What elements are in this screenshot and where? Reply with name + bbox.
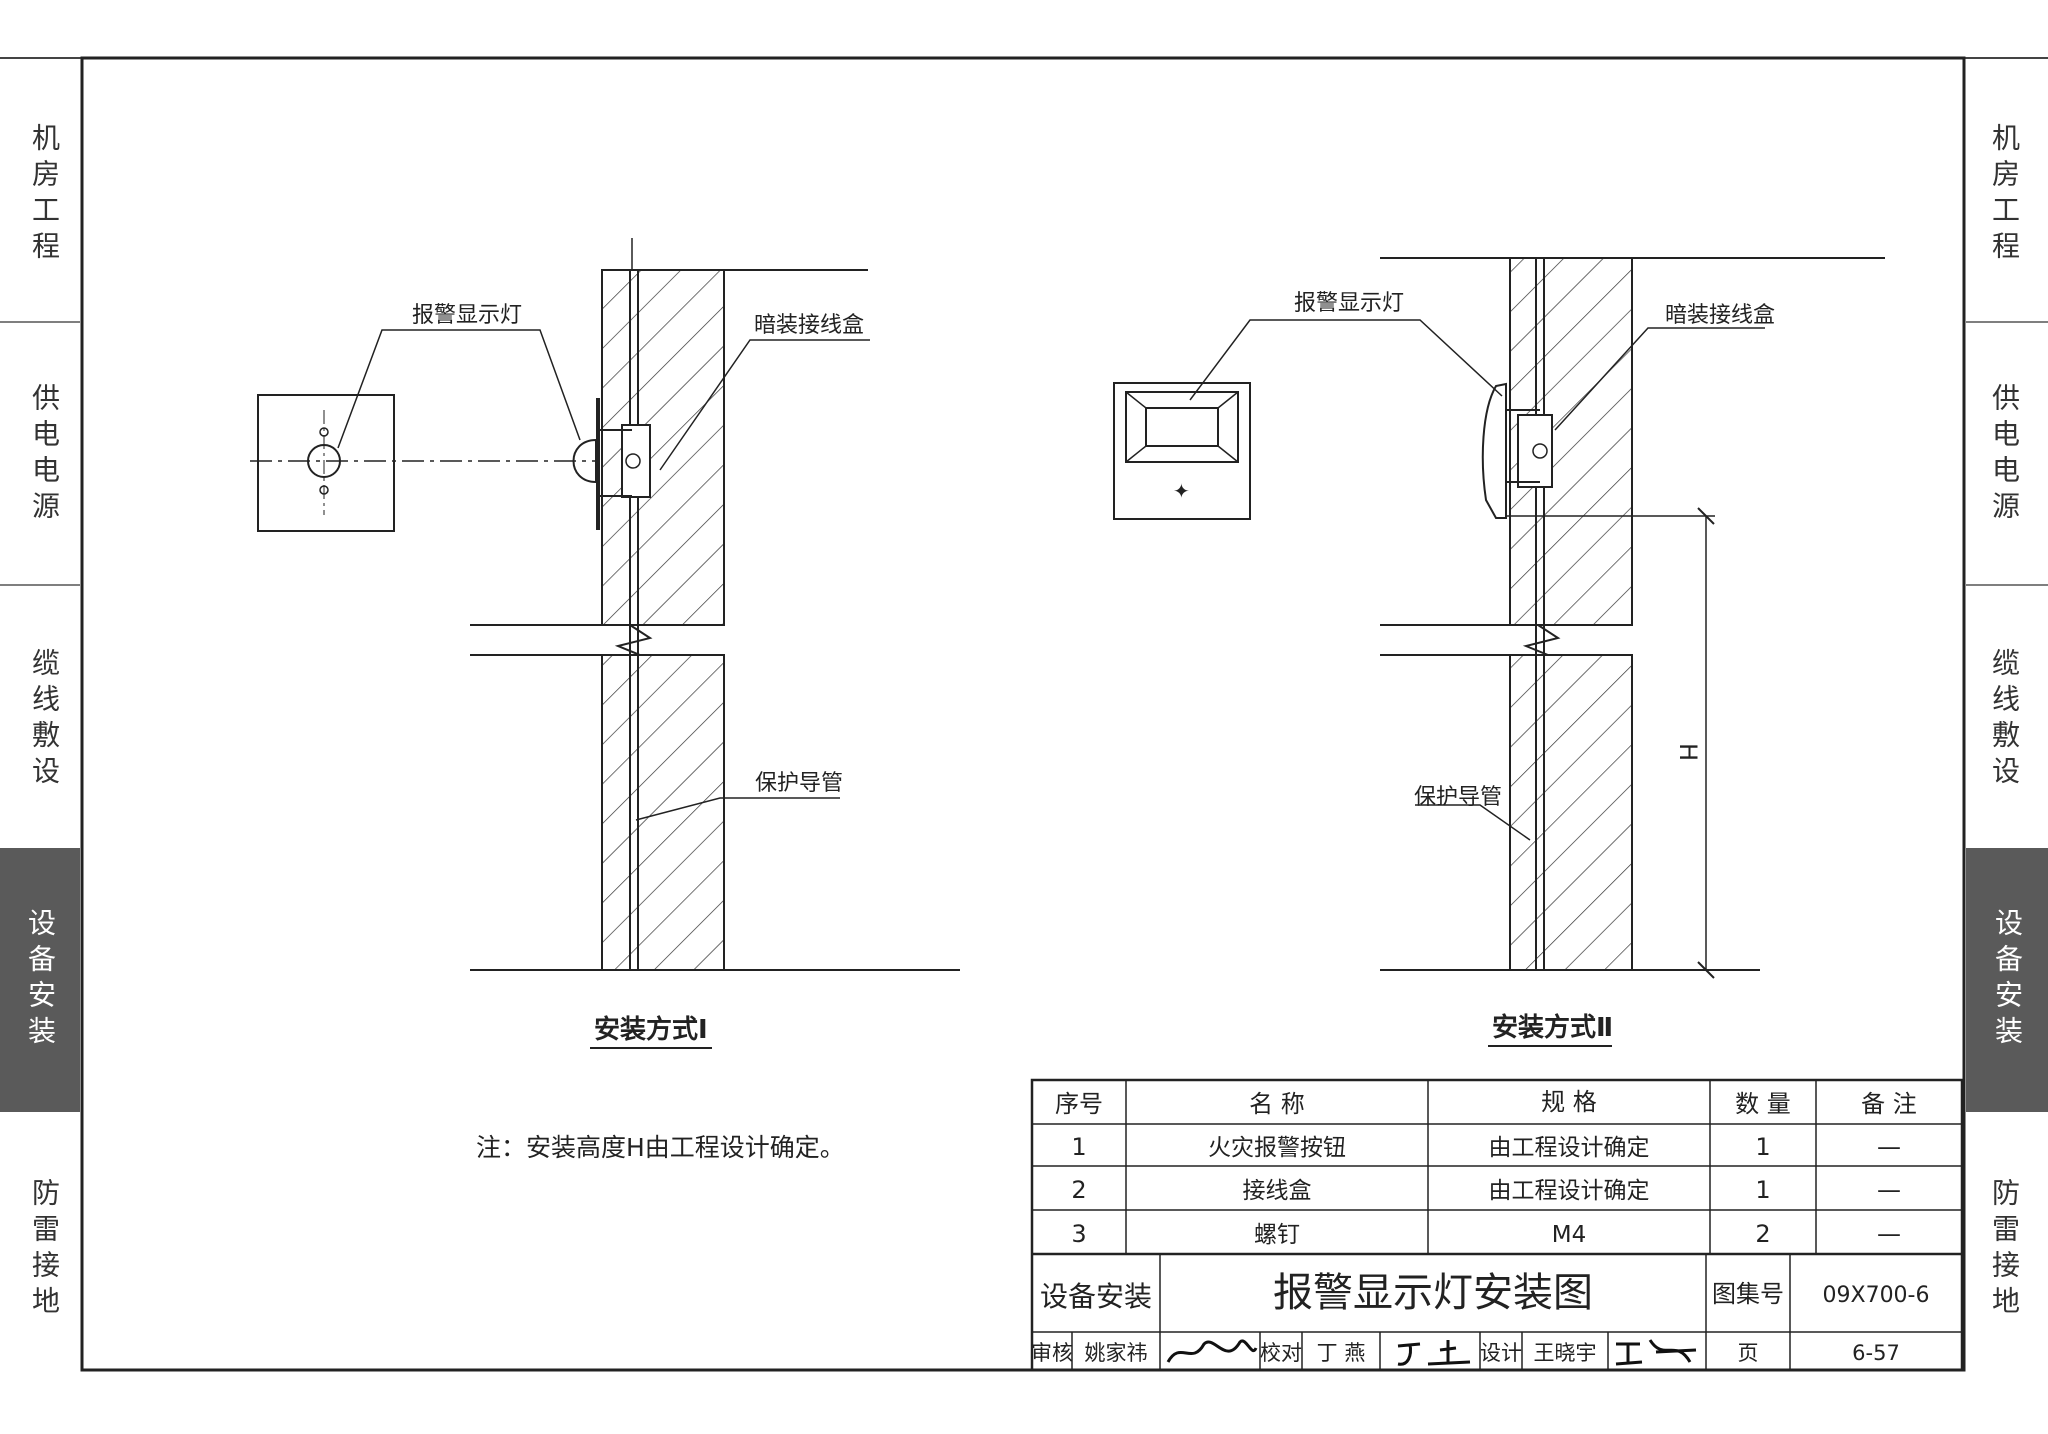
wall-lower bbox=[1509, 654, 1633, 971]
table-cell: 由工程设计确定 bbox=[1489, 1178, 1650, 1204]
conduit-leader bbox=[635, 797, 840, 821]
wall-upper bbox=[601, 269, 725, 626]
box-label: 暗装接线盒 bbox=[754, 313, 864, 338]
table-cell: 1 bbox=[1755, 1176, 1770, 1204]
table-cell: 1 bbox=[1755, 1133, 1770, 1161]
left-tab-lightning-grounding[interactable]: 防雷接地 bbox=[28, 1178, 61, 1322]
right-tab-power-supply[interactable]: 供电电源 bbox=[1988, 383, 2021, 527]
designer-name: 王晓宇 bbox=[1534, 1341, 1597, 1365]
page-label: 页 bbox=[1738, 1341, 1759, 1365]
front-view-plate bbox=[257, 394, 395, 532]
header-qty: 数 量 bbox=[1735, 1090, 1791, 1118]
header-seq: 序号 bbox=[1055, 1090, 1103, 1118]
table-cell: 3 bbox=[1071, 1220, 1086, 1248]
front-view-plate bbox=[1113, 382, 1251, 520]
left-tab-equipment-installation[interactable]: 设备安装 bbox=[0, 848, 80, 1112]
table-cell: — bbox=[1877, 1176, 1901, 1204]
diagram-method-2: H ✦ 报警显示灯 暗装接线盒 保护导管 安装方式Ⅱ bbox=[1113, 257, 1885, 1047]
checker-name: 丁 燕 bbox=[1317, 1341, 1366, 1365]
designer-signature bbox=[1615, 1339, 1697, 1366]
title-block: 设备安装 报警显示灯安装图 图集号 09X700-6 审核 姚家祎 校对 丁 燕… bbox=[1031, 1254, 1962, 1370]
lamp-leader bbox=[337, 329, 581, 449]
conduit-label: 保护导管 bbox=[1414, 785, 1502, 810]
box-leader bbox=[659, 339, 870, 471]
right-tab-lightning-grounding[interactable]: 防雷接地 bbox=[1988, 1178, 2021, 1322]
caption-method-2: 安装方式Ⅱ bbox=[1492, 1012, 1613, 1043]
table-cell: 1 bbox=[1071, 1133, 1086, 1161]
left-tab-cabling[interactable]: 缆线敷设 bbox=[28, 648, 61, 792]
atlas-number: 09X700-6 bbox=[1823, 1283, 1930, 1308]
right-tab-equipment-installation[interactable]: 设备安装 bbox=[1966, 848, 2048, 1112]
lamp-leader bbox=[1189, 319, 1503, 401]
left-tab-machine-room[interactable]: 机房工程 bbox=[28, 123, 61, 267]
check-label: 校对 bbox=[1260, 1341, 1302, 1365]
table-cell: M4 bbox=[1552, 1222, 1586, 1248]
table-cell: 2 bbox=[1755, 1220, 1770, 1248]
box-leader bbox=[1554, 327, 1765, 431]
conduit-label: 保护导管 bbox=[755, 771, 843, 796]
table-cell: — bbox=[1877, 1133, 1901, 1161]
front-view-lamp bbox=[307, 444, 341, 478]
height-label: H bbox=[1674, 743, 1702, 761]
table-cell: 2 bbox=[1071, 1176, 1086, 1204]
right-tab-cabling[interactable]: 缆线敷设 bbox=[1988, 648, 2021, 792]
table-cell: 火灾报警按钮 bbox=[1208, 1135, 1346, 1161]
category-label: 设备安装 bbox=[1040, 1280, 1152, 1313]
header-spec: 规 格 bbox=[1541, 1088, 1597, 1116]
parts-table: 序号 名 称 规 格 数 量 备 注 1 火灾报警按钮 由工程设计确定 1 — … bbox=[1030, 1078, 1964, 1372]
box-label: 暗装接线盒 bbox=[1665, 303, 1775, 328]
left-tab-power-supply[interactable]: 供电电源 bbox=[28, 383, 61, 527]
screw-mark: ✦ bbox=[1173, 479, 1190, 503]
table-cell: — bbox=[1877, 1220, 1901, 1248]
installation-note: 注：安装高度H由工程设计确定。 bbox=[476, 1133, 845, 1162]
reviewer-signature bbox=[1166, 1339, 1258, 1363]
atlas-label: 图集号 bbox=[1712, 1280, 1784, 1308]
table-cell: 接线盒 bbox=[1243, 1178, 1312, 1204]
lamp-label: 报警显示灯 bbox=[412, 303, 522, 328]
table-cell: 由工程设计确定 bbox=[1489, 1135, 1650, 1161]
lamp-body bbox=[1481, 382, 1507, 519]
drawing-border bbox=[80, 56, 1966, 1372]
drawing-title: 报警显示灯安装图 bbox=[1273, 1270, 1593, 1316]
header-remark: 备 注 bbox=[1861, 1090, 1917, 1118]
right-tab-machine-room[interactable]: 机房工程 bbox=[1988, 123, 2021, 267]
header-name: 名 称 bbox=[1249, 1090, 1305, 1118]
checker-signature bbox=[1397, 1340, 1471, 1366]
side-tab-dividers bbox=[0, 321, 2048, 586]
design-label: 设计 bbox=[1480, 1341, 1522, 1365]
table-cell: 螺钉 bbox=[1254, 1222, 1300, 1248]
reviewer-name: 姚家祎 bbox=[1085, 1341, 1148, 1365]
caption-method-1: 安装方式Ⅰ bbox=[594, 1014, 708, 1045]
lamp-label: 报警显示灯 bbox=[1294, 291, 1404, 316]
diagram-method-1: 报警显示灯 暗装接线盒 保护导管 安装方式Ⅰ bbox=[250, 238, 960, 1049]
conduit-leader bbox=[1415, 804, 1531, 841]
review-label: 审核 bbox=[1031, 1341, 1073, 1365]
page-number: 6-57 bbox=[1852, 1341, 1900, 1365]
